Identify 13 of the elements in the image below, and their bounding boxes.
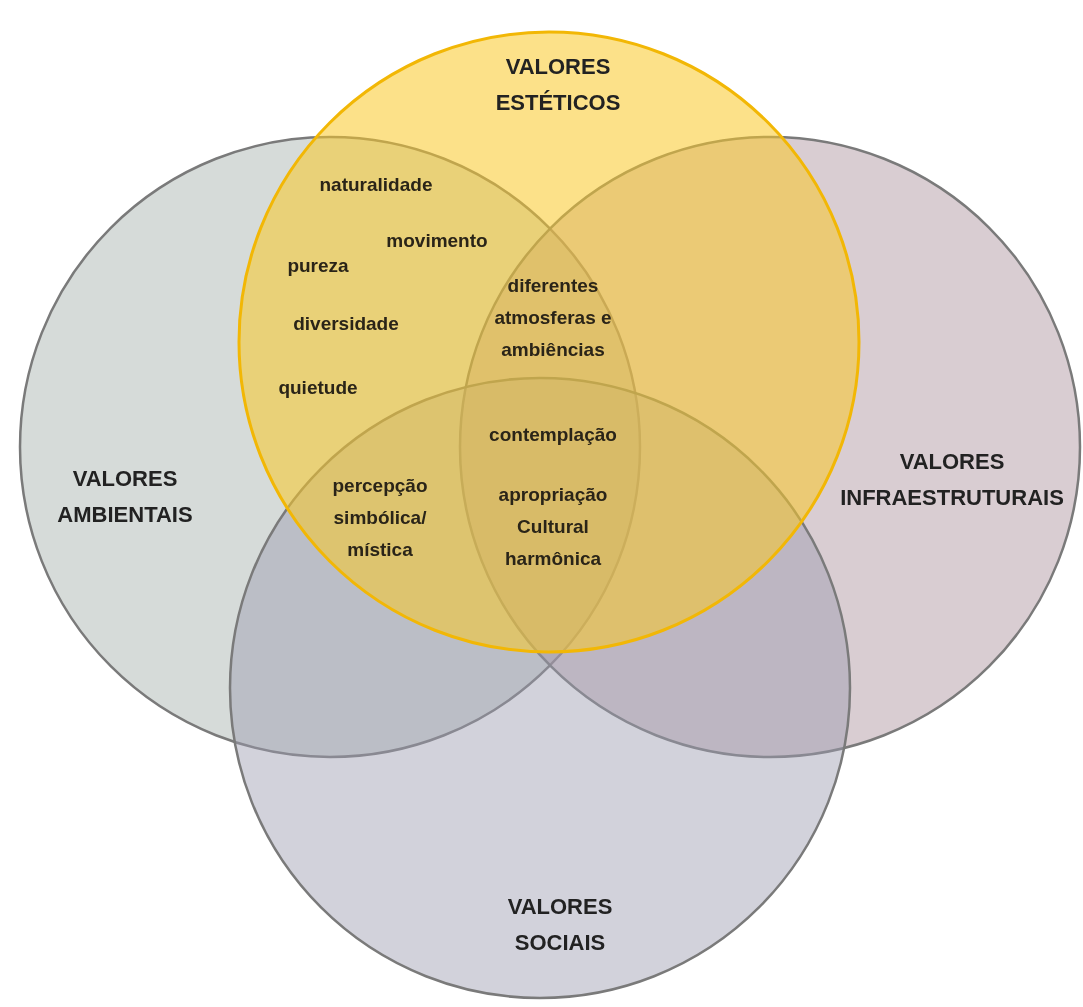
region-label: apropriação Cultural harmônica (497, 483, 609, 571)
region-label: percepção simbólica/ mística (331, 474, 429, 562)
region-label: pureza (286, 254, 350, 278)
region-label: contemplação (488, 423, 618, 447)
region-label: naturalidade (318, 173, 434, 197)
set-title: VALORES INFRAESTRUTURAIS (839, 448, 1065, 512)
set-title: VALORES SOCIAIS (506, 893, 614, 957)
set-title: VALORES AMBIENTAIS (56, 465, 194, 529)
region-label: movimento (385, 229, 489, 253)
region-label: diferentes atmosferas e ambiências (493, 274, 613, 362)
set-title: VALORES ESTÉTICOS (494, 53, 622, 117)
region-label: diversidade (292, 312, 400, 336)
region-label: quietude (277, 376, 359, 400)
